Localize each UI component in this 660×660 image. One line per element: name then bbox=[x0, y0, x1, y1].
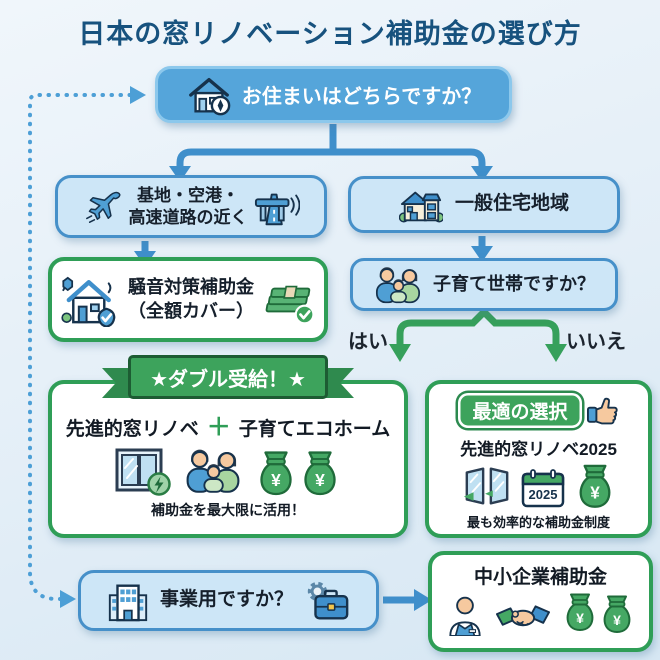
optimal-content: 最適の選択 先進的窓リノベ2025 bbox=[429, 384, 648, 534]
double-grant-icons: ¥ ¥ bbox=[115, 445, 341, 497]
optimal-note: 最も効率的な補助金制度 bbox=[466, 515, 610, 530]
double-grant-programs: 先進的窓リノベ ＋ 子育てエコホーム bbox=[66, 414, 390, 441]
plus-icon: ＋ bbox=[206, 413, 231, 441]
question-business-box: 事業用ですか？ bbox=[78, 570, 379, 631]
question-residence-box: お住まいはどちらですか？ bbox=[155, 66, 512, 123]
cash-stack-check-icon bbox=[265, 285, 315, 324]
home-compass-icon bbox=[188, 77, 231, 115]
money-bag-icon: ¥ bbox=[579, 464, 610, 508]
worker-icon bbox=[449, 596, 481, 636]
svg-text:¥: ¥ bbox=[576, 610, 584, 626]
sme-content: 中小企業補助金 bbox=[432, 555, 649, 648]
green-arrowhead-yes bbox=[389, 344, 411, 362]
dotted-arrowhead-top bbox=[130, 86, 146, 104]
result-optimal-box: 最適の選択 先進的窓リノベ2025 bbox=[425, 380, 652, 538]
result-sme-box: 中小企業補助金 bbox=[428, 551, 653, 652]
optimal-icons: 2025 ¥ bbox=[462, 463, 616, 509]
house-icon bbox=[398, 191, 443, 222]
double-grant-ribbon: ★ダブル受給！★ bbox=[102, 355, 354, 407]
family-icon bbox=[375, 266, 421, 303]
money-bags-pair: ¥ ¥ bbox=[562, 592, 635, 636]
option-residential-box: 一般住宅地域 bbox=[348, 176, 620, 233]
result-noise-subsidy-box: 騒音対策補助金 （全額カバー） bbox=[48, 257, 328, 342]
handshake-icon bbox=[496, 605, 550, 627]
svg-text:¥: ¥ bbox=[613, 612, 621, 628]
svg-text:¥: ¥ bbox=[271, 470, 281, 490]
svg-text:¥: ¥ bbox=[315, 470, 325, 490]
optimal-program-label: 先進的窓リノベ2025 bbox=[460, 440, 617, 459]
dotted-arrowhead-bottom bbox=[60, 590, 76, 608]
question-business-label: 事業用ですか？ bbox=[159, 589, 293, 611]
green-split-connector bbox=[396, 307, 560, 346]
money-bag-icon: ¥ bbox=[304, 451, 336, 496]
thumbs-up-icon bbox=[586, 397, 618, 425]
money-bag-icon: ¥ bbox=[260, 451, 292, 496]
money-bags-pair: ¥ ¥ bbox=[255, 449, 341, 497]
page-title: 日本の窓リノベーション補助金の選び方 bbox=[78, 19, 582, 49]
option-noise-area-box: 基地・空港・ 高速道路の近く bbox=[55, 175, 327, 238]
option-noise-area-line2: 高速道路の近く bbox=[128, 207, 248, 227]
open-window-icon bbox=[463, 467, 508, 505]
sme-label: 中小企業補助金 bbox=[473, 567, 607, 588]
option-noise-area-line1: 基地・空港・ bbox=[137, 186, 239, 206]
office-building-icon bbox=[108, 583, 148, 621]
sme-icons: ¥ ¥ bbox=[446, 592, 635, 636]
branch-yes-label: はい bbox=[348, 331, 388, 353]
question-children-box: 子育て世帯ですか？ bbox=[350, 258, 618, 311]
window-energy-icon bbox=[115, 448, 171, 496]
ribbon-banner-label: ★ダブル受給！★ bbox=[128, 355, 328, 399]
branch-no-label: いいえ bbox=[566, 331, 626, 353]
optimal-badge: 最適の選択 bbox=[458, 393, 582, 428]
airplane-icon bbox=[85, 191, 120, 223]
svg-text:¥: ¥ bbox=[590, 483, 600, 503]
question-children-label: 子育て世帯ですか？ bbox=[433, 273, 595, 294]
double-grant-content: 先進的窓リノベ ＋ 子育てエコホーム bbox=[52, 384, 404, 534]
program-eco-home-label: 子育てエコホーム bbox=[238, 419, 391, 440]
option-residential-label: 一般住宅地域 bbox=[454, 193, 569, 215]
noise-protected-house-icon bbox=[61, 276, 116, 327]
double-grant-note: 補助金を最大限に活用！ bbox=[151, 502, 305, 518]
result-noise-line2: （全額カバー） bbox=[128, 300, 254, 321]
money-bag-icon: ¥ bbox=[566, 593, 594, 632]
svg-text:2025: 2025 bbox=[528, 487, 557, 502]
option-noise-area-label: 基地・空港・ 高速道路の近く bbox=[129, 185, 248, 228]
family-icon bbox=[186, 449, 240, 493]
program-window-renovation-label: 先進的窓リノベ bbox=[65, 419, 199, 440]
money-bag-icon: ¥ bbox=[603, 595, 631, 634]
highway-noise-icon bbox=[254, 193, 300, 225]
calendar-2025-icon: 2025 bbox=[521, 469, 564, 508]
gear-briefcase-icon bbox=[307, 581, 349, 619]
result-noise-subsidy-label: 騒音対策補助金 （全額カバー） bbox=[128, 276, 254, 323]
green-arrowhead-no bbox=[545, 344, 567, 362]
question-residence-label: お住まいはどちらですか？ bbox=[241, 86, 482, 108]
optimal-badge-row: 最適の選択 bbox=[458, 393, 618, 428]
result-noise-line1: 騒音対策補助金 bbox=[128, 277, 254, 298]
